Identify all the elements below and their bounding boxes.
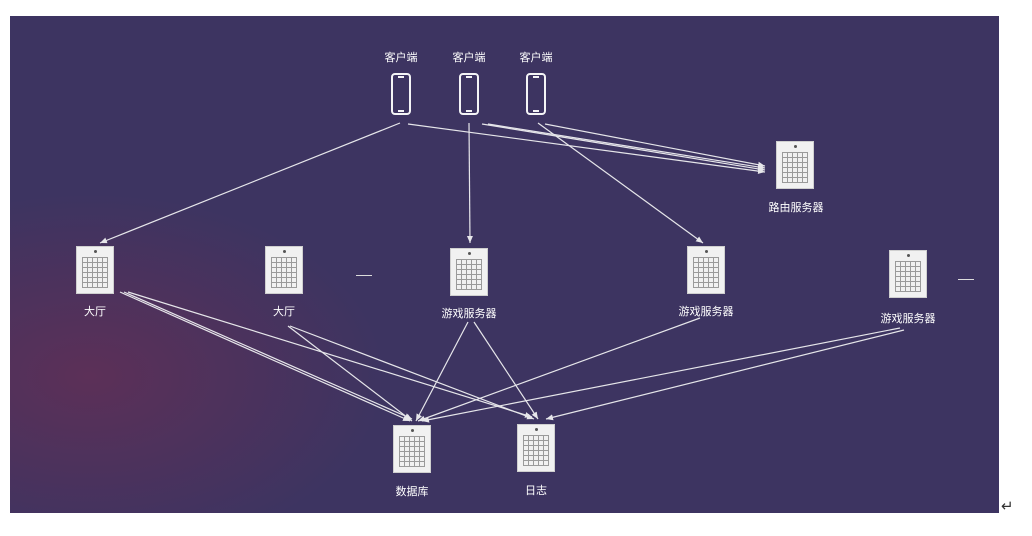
client-phone-icon-3 — [526, 73, 546, 115]
arrow-game3-db — [421, 327, 901, 423]
game-server-icon-3 — [889, 250, 927, 298]
arrow-lobby1-db-b — [123, 291, 413, 420]
game-server-label-2: 游戏服务器 — [678, 305, 734, 318]
game-server-label-3: 游戏服务器 — [880, 312, 936, 325]
diagram-canvas — [10, 16, 999, 513]
arrow-client2-route — [481, 123, 766, 172]
database-server-icon — [393, 425, 431, 473]
arrow-client3-route — [544, 123, 766, 168]
arrow-client1-lobby1 — [99, 122, 401, 244]
ellipsis-dash-1 — [356, 275, 372, 276]
arrow-game1-log — [473, 321, 539, 420]
log-server-icon — [517, 424, 555, 472]
client-label-3: 客户端 — [519, 51, 553, 64]
arrow-client2b-route — [487, 123, 766, 170]
arrow-client2-game1 — [466, 122, 473, 244]
arrow-lobby2-db — [287, 325, 413, 422]
client-label-1: 客户端 — [384, 51, 418, 64]
client-phone-icon-1 — [391, 73, 411, 115]
arrow-lobby1-db-a — [119, 291, 411, 422]
log-label: 日志 — [525, 484, 547, 497]
lobby-server-icon-2 — [265, 246, 303, 294]
arrow-lobby1-log — [127, 291, 533, 418]
game-server-label-1: 游戏服务器 — [441, 307, 497, 320]
paragraph-return-mark: ↵ — [1001, 497, 1014, 515]
arrow-game2-db — [417, 317, 701, 422]
route-server-label: 路由服务器 — [768, 201, 824, 214]
arrow-game3-log — [545, 329, 905, 421]
client-label-2: 客户端 — [452, 51, 486, 64]
lobby-label-1: 大厅 — [84, 305, 106, 318]
lobby-server-icon-1 — [76, 246, 114, 294]
route-server-icon — [776, 141, 814, 189]
game-server-icon-2 — [687, 246, 725, 294]
database-label: 数据库 — [395, 485, 429, 498]
ellipsis-dash-2 — [958, 279, 974, 280]
game-server-icon-1 — [450, 248, 488, 296]
arrow-game1-db — [415, 321, 469, 422]
arrow-client3-game2 — [537, 122, 704, 244]
lobby-label-2: 大厅 — [273, 305, 295, 318]
arrow-client1-route — [407, 123, 766, 175]
arrow-lobby2-log — [289, 325, 535, 420]
client-phone-icon-2 — [459, 73, 479, 115]
